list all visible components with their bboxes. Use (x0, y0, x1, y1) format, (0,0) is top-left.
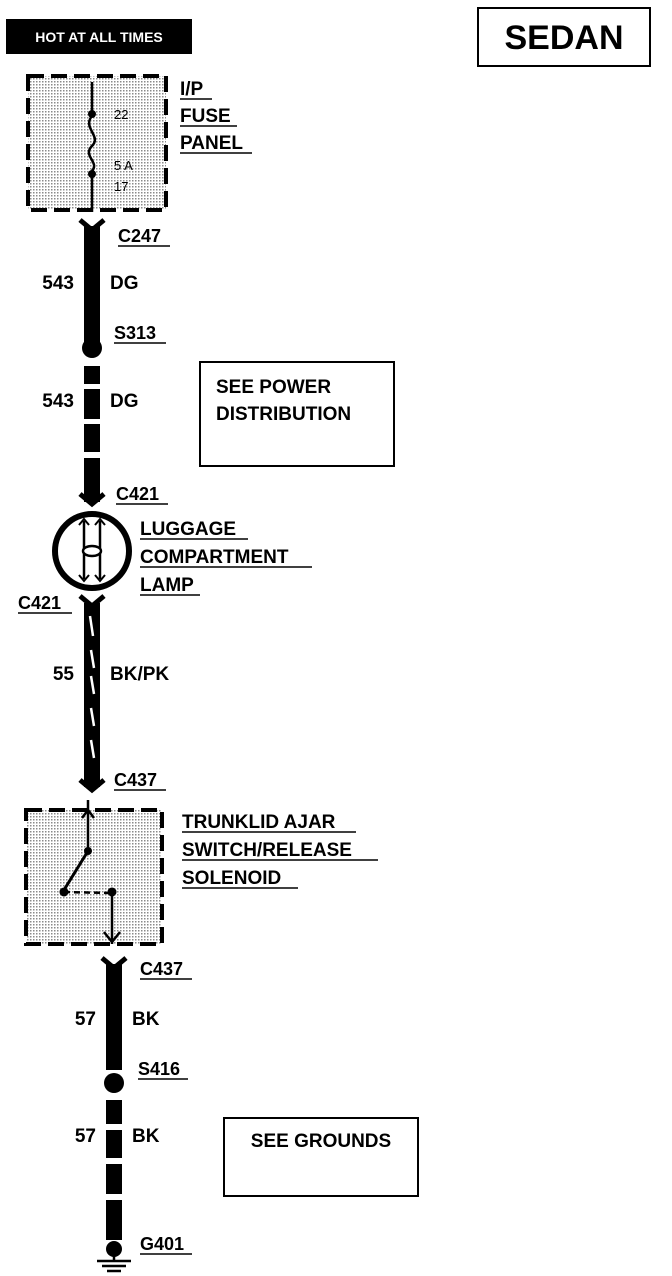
connector-c437-top-icon (78, 778, 106, 794)
wire-5-color: BK (132, 1126, 160, 1147)
wire-4-color: BK (132, 1009, 160, 1030)
fuse-panel-label-1: I/P (180, 79, 204, 100)
lamp-label-3: LAMP (140, 575, 194, 596)
see-power-distribution-box: SEE POWER DISTRIBUTION (199, 361, 395, 467)
ground-g401-icon (97, 1241, 131, 1273)
wire-57-segment-2 (106, 1200, 122, 1240)
wire-3-color: BK/PK (110, 664, 169, 685)
connector-c421-top: C421 (116, 484, 159, 504)
connector-c421-top-icon (78, 492, 106, 508)
wire-1-circuit: 543 (42, 273, 74, 294)
lamp-label-1: LUGGAGE (140, 519, 236, 540)
hot-at-all-times-badge: HOT AT ALL TIMES (6, 19, 192, 54)
luggage-lamp-icon (52, 511, 132, 591)
splice-s313: S313 (114, 323, 156, 343)
switch-contact-icon (62, 850, 90, 891)
splice-s416-icon (104, 1073, 124, 1093)
see-grounds-box: SEE GROUNDS (223, 1117, 419, 1197)
lamp-label-2: COMPARTMENT (140, 547, 289, 568)
wire-1-color: DG (110, 273, 139, 294)
ground-g401: G401 (140, 1234, 184, 1254)
fuse-icon (87, 115, 97, 172)
wire-4-circuit: 57 (75, 1009, 96, 1030)
wire-57-segment-1 (106, 964, 122, 1070)
connector-c421-bottom: C421 (18, 593, 61, 613)
wire-543-segment-1 (84, 226, 100, 342)
wire-5-circuit: 57 (75, 1126, 96, 1147)
connector-c437-bottom: C437 (140, 959, 183, 979)
connector-c437-top: C437 (114, 770, 157, 790)
fuse-pin-top: 22 (114, 107, 128, 122)
trunklid-switch (24, 800, 164, 946)
switch-label-1: TRUNKLID AJAR (182, 812, 336, 833)
wire-543-segment-2 (84, 458, 100, 502)
see-power-line-2: DISTRIBUTION (216, 404, 351, 425)
fuse-panel-label-2: FUSE (180, 106, 231, 127)
wire-3-circuit: 55 (53, 664, 75, 685)
splice-s416: S416 (138, 1059, 180, 1079)
model-box: SEDAN (477, 7, 651, 67)
switch-label-3: SOLENOID (182, 868, 281, 889)
switch-label-2: SWITCH/RELEASE (182, 840, 352, 861)
splice-s313-icon (82, 338, 102, 358)
connector-c247: C247 (118, 226, 161, 246)
fuse-pin-bottom: 17 (114, 179, 128, 194)
see-power-line-1: SEE POWER (216, 377, 331, 398)
model-label: SEDAN (504, 19, 623, 57)
fuse-rating: 5 A (114, 158, 133, 173)
wire-55-segment (84, 603, 100, 787)
fuse-panel: 22 5 A 17 I/P FUSE PANEL (26, 74, 252, 212)
badge-text: HOT AT ALL TIMES (35, 29, 163, 45)
wire-2-color: DG (110, 391, 139, 412)
wire-2-circuit: 543 (42, 391, 74, 412)
see-grounds-text: SEE GROUNDS (251, 1131, 391, 1152)
fuse-panel-label-3: PANEL (180, 133, 243, 154)
